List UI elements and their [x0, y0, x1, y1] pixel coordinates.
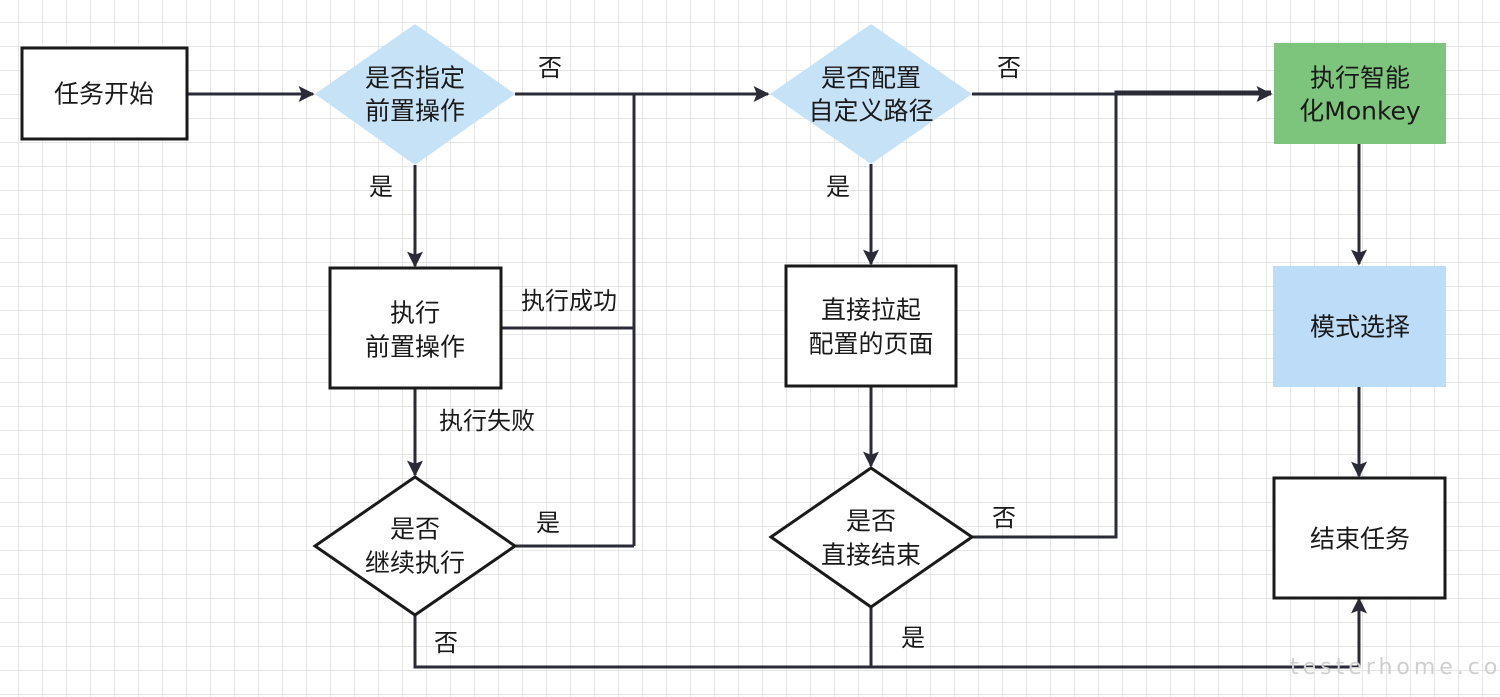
node-task-start: 任务开始 [20, 46, 189, 141]
node-open-page: 直接拉起 配置的页面 [784, 264, 958, 388]
label-custom-path-yes: 是 [826, 173, 850, 201]
node-mode-select-label: 模式选择 [1310, 313, 1410, 342]
edge-end-no [972, 90, 1271, 539]
label-end-no: 否 [992, 504, 1016, 532]
node-decide-custom-path: 是否配置 自定义路径 [770, 24, 972, 164]
node-decide-end-line2: 直接结束 [821, 541, 921, 570]
watermark: testerhome.com [1290, 655, 1500, 680]
label-custom-path-no: 否 [997, 54, 1021, 82]
node-decide-end-line1: 是否 [846, 507, 896, 536]
node-exec-monkey-line2: 化Monkey [1299, 97, 1421, 126]
node-open-page-line1: 直接拉起 [821, 296, 921, 325]
node-decide-continue-line1: 是否 [390, 515, 440, 544]
node-exec-pre-op-line1: 执行 [390, 299, 440, 328]
node-end-task: 结束任务 [1272, 476, 1447, 600]
node-exec-monkey: 执行智能 化Monkey [1274, 43, 1446, 144]
label-exec-fail: 执行失败 [439, 407, 535, 435]
label-end-yes: 是 [901, 624, 925, 652]
node-exec-pre-op-line2: 前置操作 [365, 333, 465, 362]
node-exec-monkey-line1: 执行智能 [1310, 64, 1410, 93]
node-end-task-label: 结束任务 [1310, 525, 1410, 554]
node-open-page-line2: 配置的页面 [808, 330, 933, 359]
node-task-start-label: 任务开始 [54, 80, 154, 109]
node-decide-continue: 是否 继续执行 [312, 475, 518, 617]
node-decide-custom-path-line2: 自定义路径 [808, 97, 933, 126]
node-exec-pre-op: 执行 前置操作 [328, 266, 503, 390]
node-decide-continue-line2: 继续执行 [365, 549, 465, 578]
node-decide-pre-op-line1: 是否指定 [365, 64, 465, 93]
label-exec-success: 执行成功 [521, 287, 617, 315]
label-continue-yes: 是 [536, 509, 560, 537]
node-mode-select: 模式选择 [1273, 266, 1446, 387]
label-pre-op-no: 否 [538, 54, 562, 82]
node-decide-end: 是否 直接结束 [768, 466, 975, 609]
node-decide-custom-path-line1: 是否配置 [821, 64, 921, 93]
label-continue-no: 否 [434, 629, 458, 657]
edge-continue-no [413, 615, 1359, 669]
node-decide-pre-op-line2: 前置操作 [365, 97, 465, 126]
label-pre-op-yes: 是 [369, 173, 393, 201]
node-decide-pre-op: 是否指定 前置操作 [315, 24, 515, 165]
